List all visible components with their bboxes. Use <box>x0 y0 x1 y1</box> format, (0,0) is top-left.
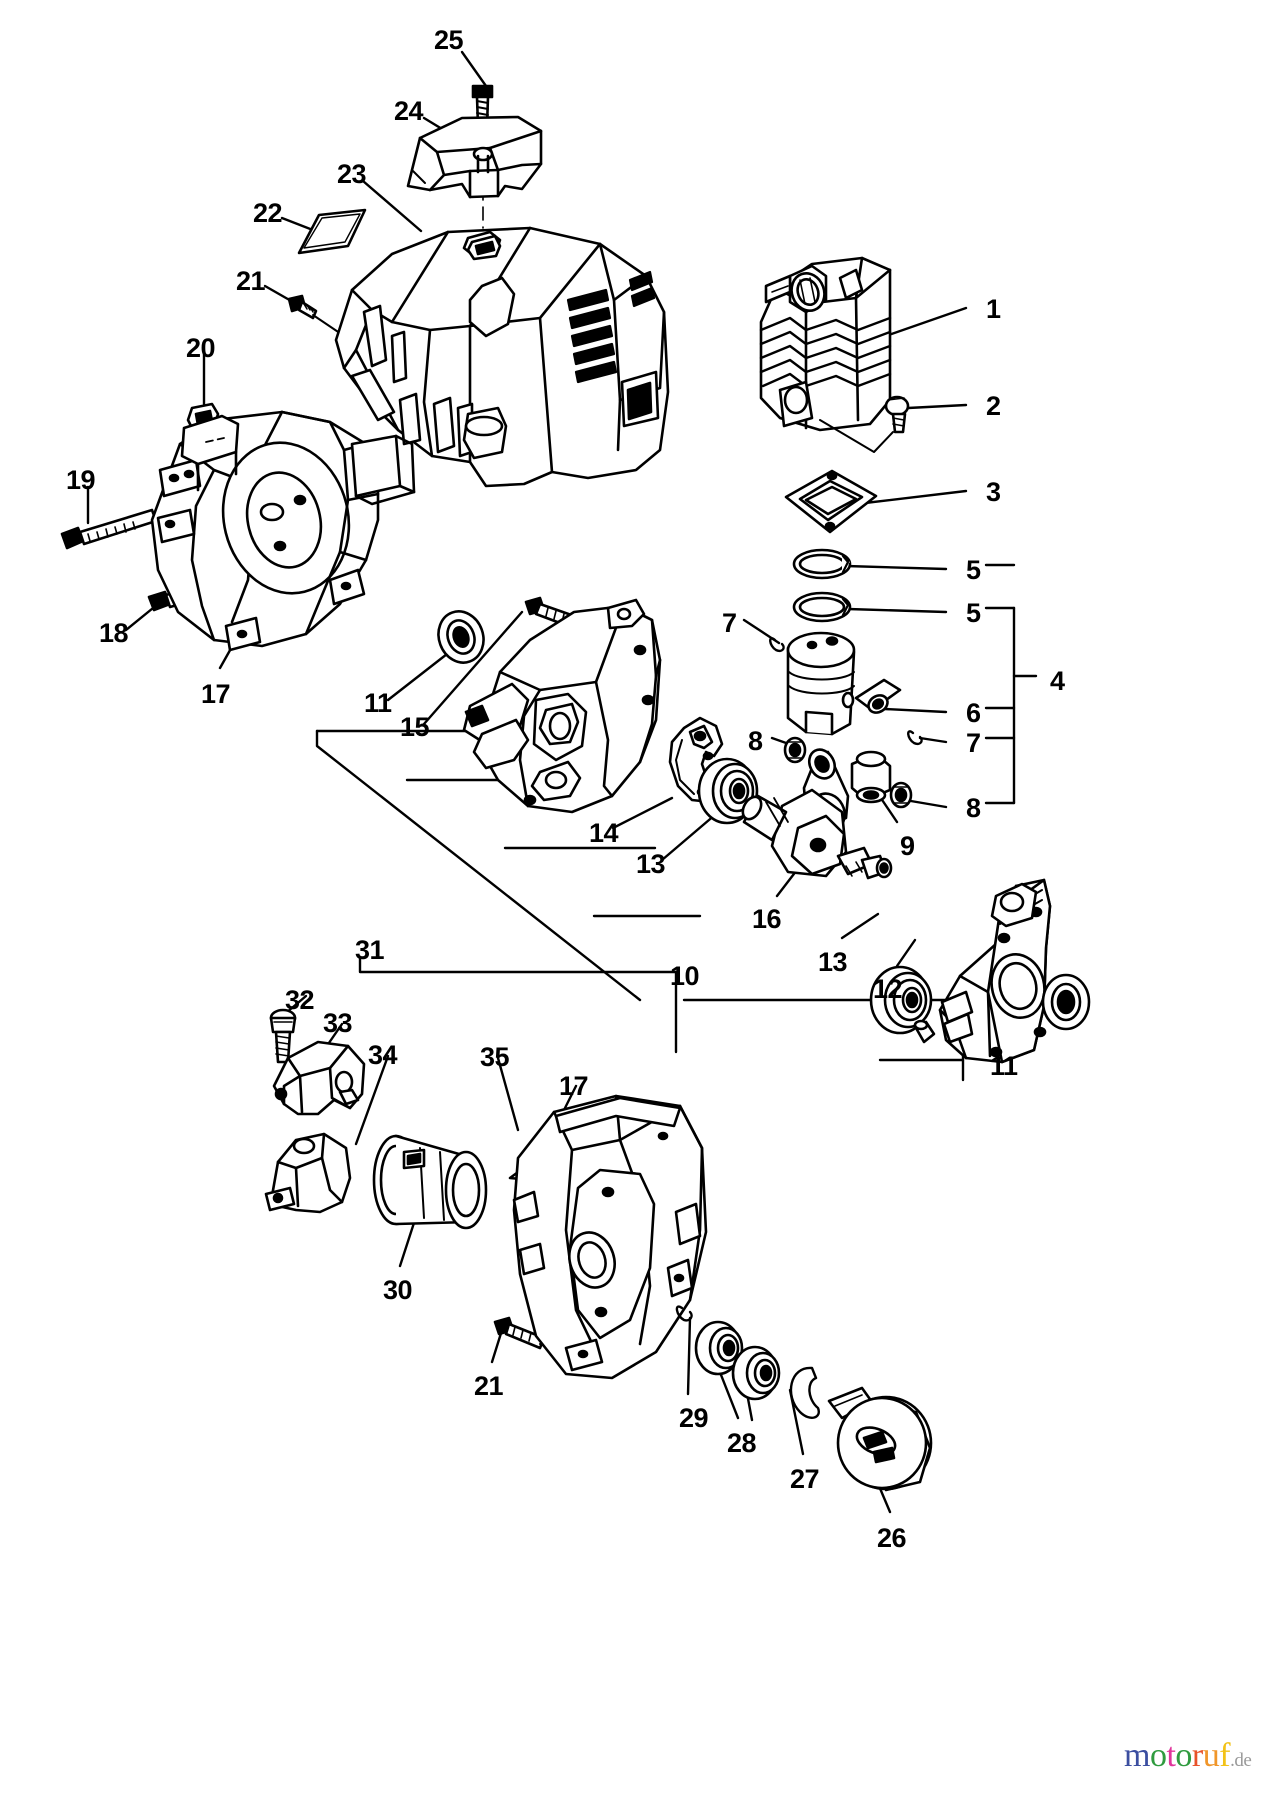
drive-shaft-tube-holder-30 <box>372 1134 488 1230</box>
callout-21-lower: 21 <box>474 1371 504 1401</box>
callout-14: 14 <box>589 818 619 848</box>
callout-31: 31 <box>355 935 385 965</box>
callout-2: 2 <box>986 391 1001 421</box>
callout-11-left: 11 <box>364 688 392 718</box>
callout-11-right: 11 <box>990 1051 1018 1081</box>
callout-15: 15 <box>400 712 430 742</box>
watermark-letter-o2: o <box>1175 1737 1192 1774</box>
clutch-housing-17 <box>512 1094 708 1380</box>
clutch-drum-26 <box>827 1386 933 1492</box>
crank-pin-bush-9 <box>850 750 892 804</box>
callout-6: 6 <box>966 698 981 728</box>
callout-21-upper: 21 <box>236 266 266 296</box>
callout-5-upper: 5 <box>966 555 981 585</box>
ball-bearing-right-13 <box>869 965 933 1035</box>
callout-3: 3 <box>986 477 1001 507</box>
callout-1: 1 <box>986 294 1001 324</box>
clutch-drum-bearing-a-28 <box>694 1320 744 1376</box>
callout-13-right: 13 <box>818 947 848 977</box>
watermark-letter-f: f <box>1219 1737 1231 1774</box>
crankcase-left-half-10 <box>462 598 662 814</box>
callout-26: 26 <box>877 1523 907 1553</box>
retaining-ring-27 <box>789 1366 820 1419</box>
circlip-right-7 <box>907 730 923 746</box>
cylinder-gasket-3 <box>784 469 878 534</box>
callout-23: 23 <box>337 159 367 189</box>
callout-7-left: 7 <box>722 608 737 638</box>
crankcase-right-half <box>938 878 1052 1064</box>
watermark-letter-t: t <box>1166 1737 1176 1774</box>
callout-25: 25 <box>434 25 464 55</box>
callout-18: 18 <box>99 618 129 648</box>
motoruf-watermark: motoruf.de <box>1124 1737 1252 1774</box>
callout-10: 10 <box>670 961 700 991</box>
fan-housing-17 <box>150 410 416 652</box>
engine-cover-23 <box>334 226 670 488</box>
circlip-left-7 <box>769 637 785 653</box>
callout-16: 16 <box>752 904 782 934</box>
needle-bearing-left-8 <box>783 736 807 764</box>
callout-29: 29 <box>679 1403 709 1433</box>
callout-34: 34 <box>368 1040 398 1070</box>
watermark-letter-u: u <box>1202 1737 1220 1774</box>
callout-5-lower: 5 <box>966 598 981 628</box>
callout-33: 33 <box>323 1008 353 1038</box>
piston-ring-lower-5 <box>792 591 852 623</box>
piston-4 <box>786 631 856 736</box>
oil-seal-left-11 <box>437 610 485 664</box>
long-bolt-19 <box>60 508 158 550</box>
callout-27: 27 <box>790 1464 820 1494</box>
callout-17-fan-housing: 17 <box>201 679 231 709</box>
snap-ring-29 <box>675 1305 693 1322</box>
callout-17-clutch-housing: 17 <box>559 1071 589 1101</box>
callout-28: 28 <box>727 1428 757 1458</box>
watermark-letter-m: m <box>1124 1737 1150 1774</box>
label-plate-22 <box>297 208 367 255</box>
watermark-letter-o1: o <box>1149 1737 1167 1774</box>
callout-12: 12 <box>873 974 903 1004</box>
needle-bearing-right-8 <box>889 781 913 809</box>
callout-13-left: 13 <box>636 849 666 879</box>
oil-seal-right-11 <box>1041 973 1091 1031</box>
callout-22: 22 <box>253 198 283 228</box>
crankshaft-16 <box>741 748 893 880</box>
piston-pin-6 <box>854 678 902 714</box>
grip-screw-32 <box>269 1008 297 1064</box>
screw-21-upper <box>287 294 357 345</box>
watermark-tld: .de <box>1230 1750 1252 1771</box>
callout-30: 30 <box>383 1275 413 1305</box>
callout-4: 4 <box>1050 666 1065 696</box>
callout-19: 19 <box>66 465 96 495</box>
callout-9: 9 <box>900 831 915 861</box>
callout-24: 24 <box>394 96 424 126</box>
grip-half-lower-34 <box>264 1132 352 1214</box>
callout-35: 35 <box>480 1042 510 1072</box>
dowel-pin-12 <box>913 1019 936 1044</box>
cylinder-1 <box>759 256 892 432</box>
callout-8-right: 8 <box>966 793 981 823</box>
callout-7-right: 7 <box>966 728 981 758</box>
watermark-letter-r: r <box>1191 1737 1203 1774</box>
callout-8-left: 8 <box>748 726 763 756</box>
nut-boss <box>466 234 502 261</box>
callout-32: 32 <box>285 985 315 1015</box>
cylinder-cover-top-24 <box>406 115 543 199</box>
decompression-valve-2 <box>819 395 910 453</box>
callout-20: 20 <box>186 333 216 363</box>
grip-half-upper-33 <box>272 1040 366 1116</box>
piston-ring-upper-5 <box>792 548 852 580</box>
clutch-drum-bearing-b-28 <box>731 1345 781 1401</box>
